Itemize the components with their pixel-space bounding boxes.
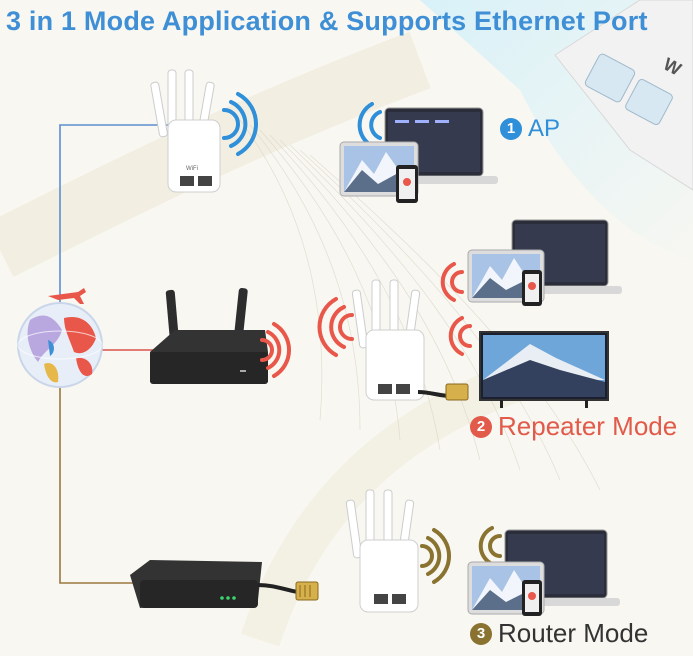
mode-router-label: 3 Router Mode xyxy=(470,618,648,649)
mode-label: Router Mode xyxy=(498,618,649,648)
svg-text:WiFi: WiFi xyxy=(186,166,198,172)
mode-label: Repeater Mode xyxy=(498,411,678,441)
mode-number-badge: 3 xyxy=(470,622,492,645)
mode-ap-label: 1 AP xyxy=(500,115,560,143)
mode-number-badge: 1 xyxy=(500,118,522,140)
mode-number-badge: 2 xyxy=(470,415,492,438)
page-title: 3 in 1 Mode Application & Supports Ether… xyxy=(6,6,648,36)
mode-label: AP xyxy=(528,115,561,142)
mode-repeater-label: 2 Repeater Mode xyxy=(470,411,677,442)
